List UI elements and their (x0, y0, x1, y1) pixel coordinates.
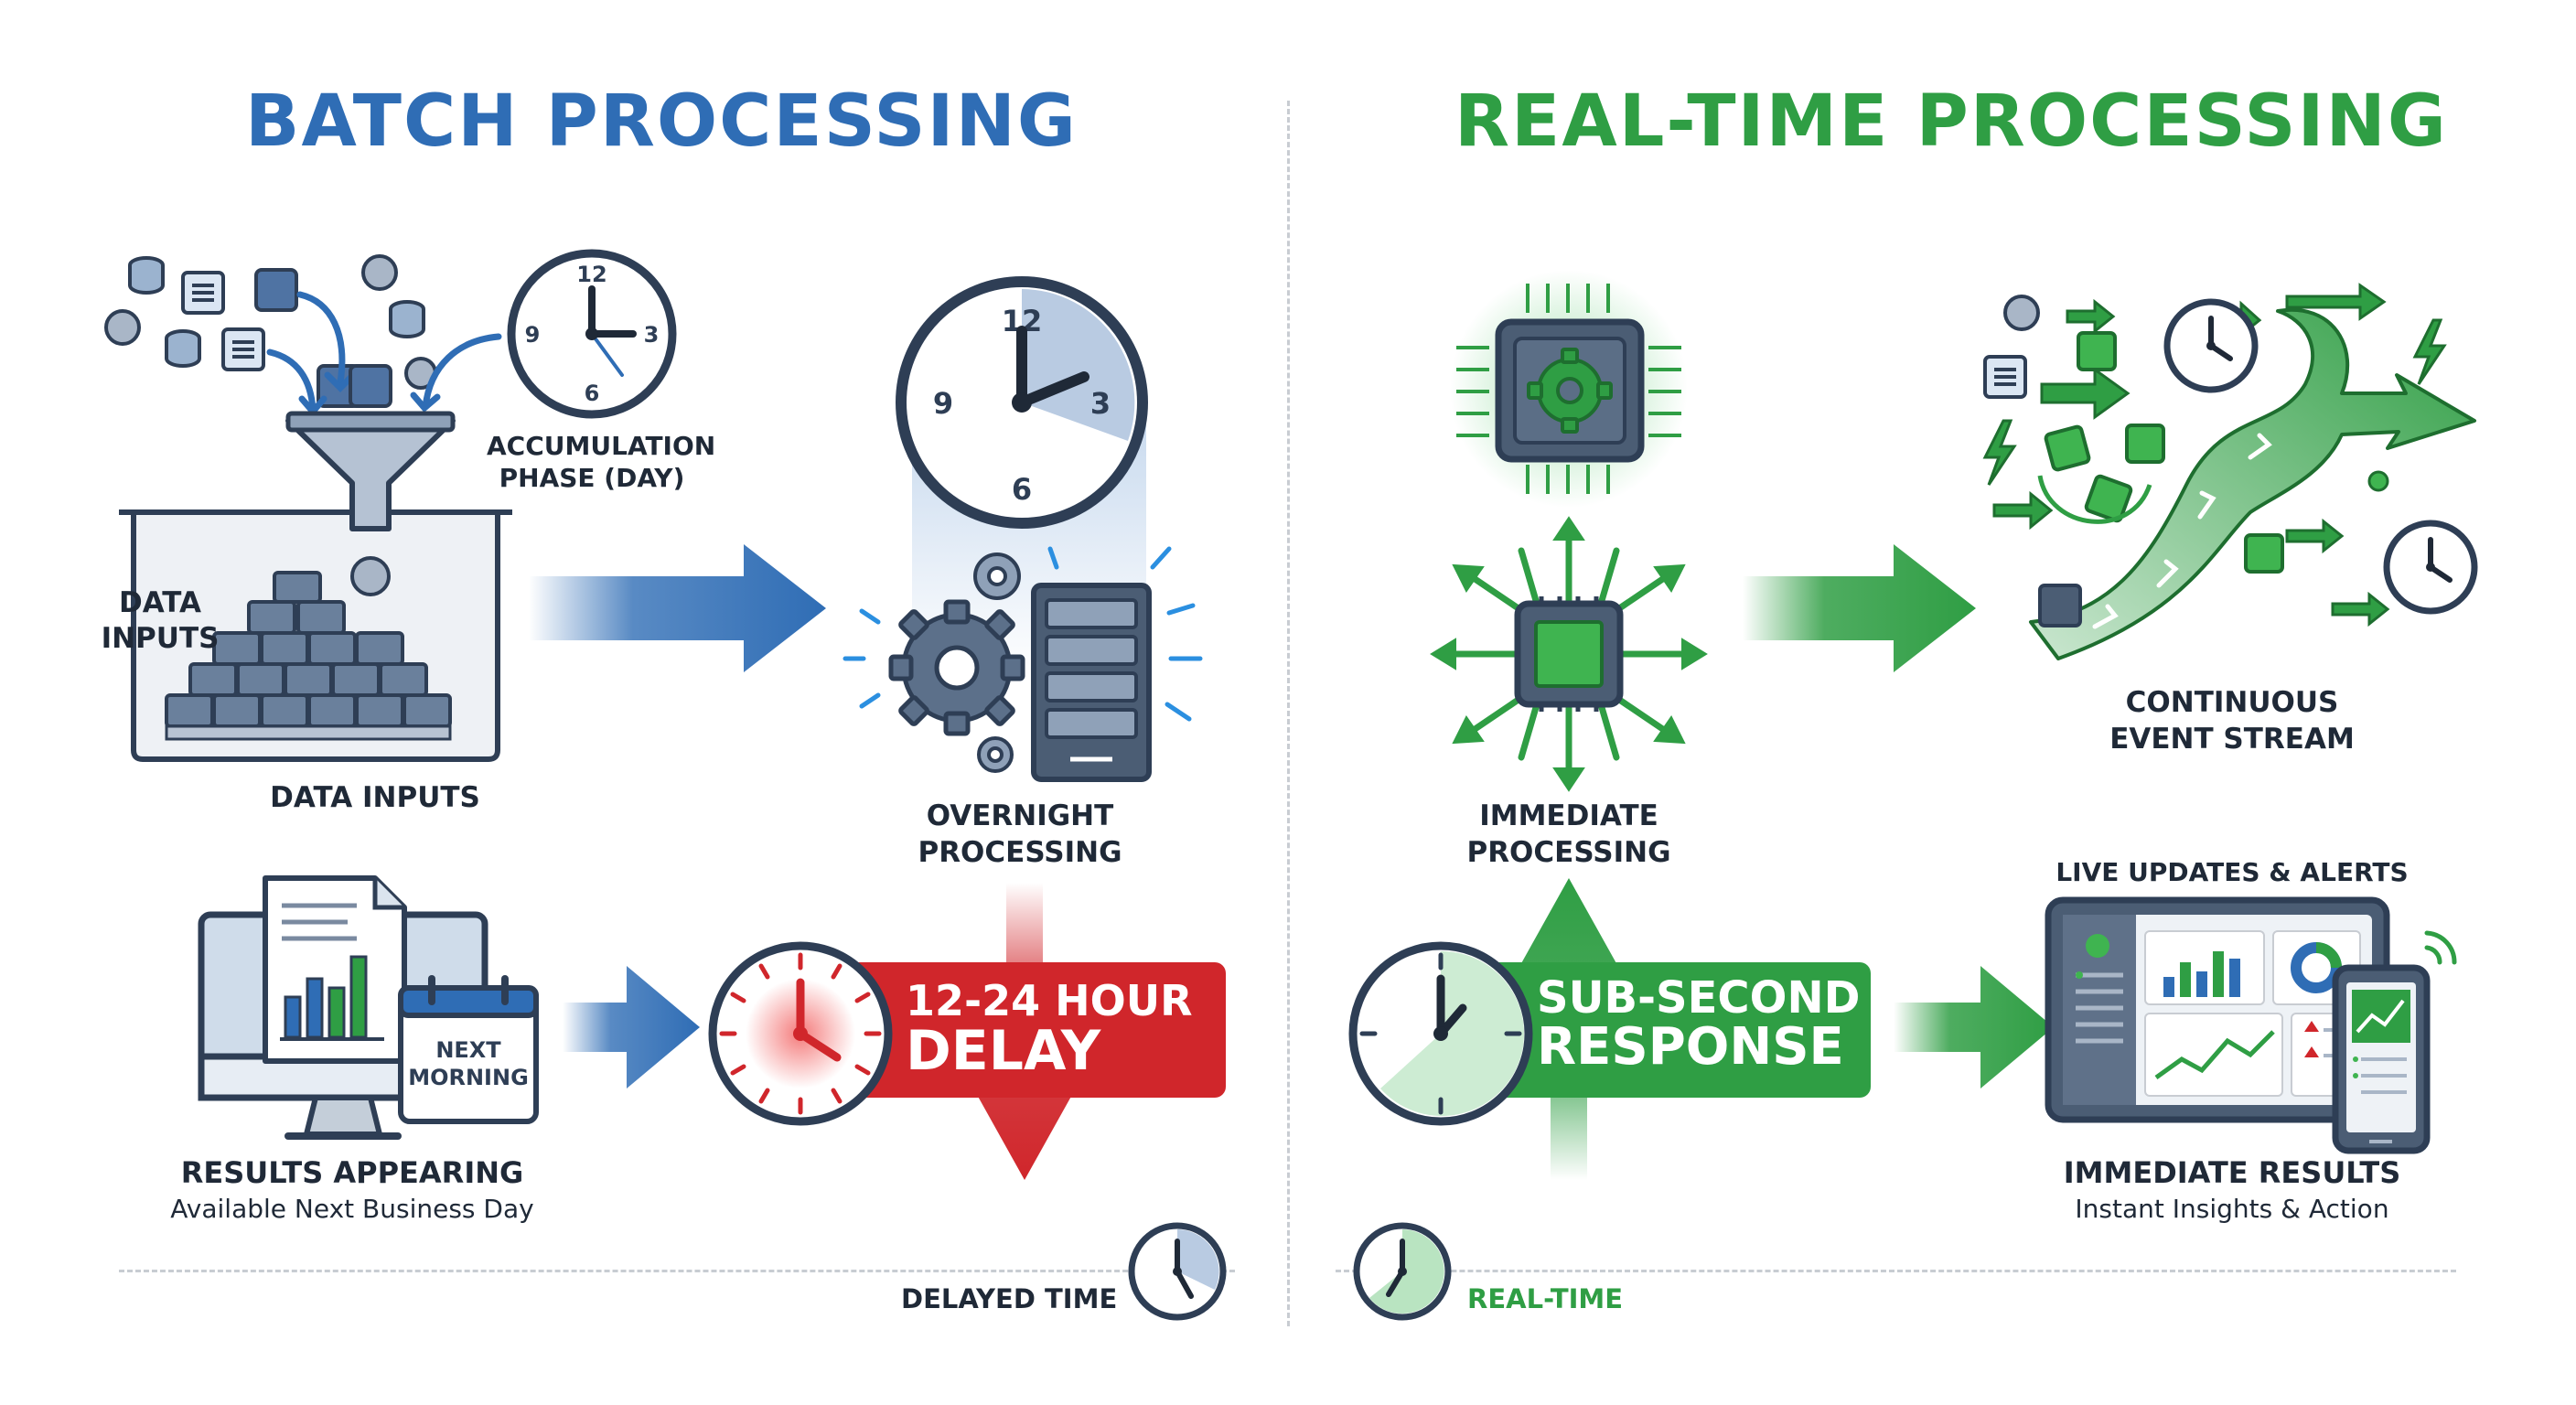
svg-text:6: 6 (585, 381, 600, 406)
data-block-icon (349, 364, 392, 408)
batch-title: BATCH PROCESSING (245, 80, 1078, 163)
event-block-icon (2084, 474, 2133, 523)
clock-icon (2163, 298, 2259, 393)
accumulation-container (119, 509, 512, 762)
batch-footer-line (119, 1270, 1235, 1272)
svg-text:6: 6 (1012, 472, 1032, 507)
results-monitor-icon: NEXT MORNING (198, 875, 539, 1140)
batch-results-arrow (563, 966, 700, 1089)
data-dot-icon (361, 254, 398, 291)
database-icon (128, 256, 165, 295)
document-icon (181, 271, 225, 315)
response-banner (1468, 962, 1871, 1098)
server-icon (1031, 583, 1152, 782)
delay-banner-text: 12-24 HOUR DELAY (906, 976, 1193, 1084)
delayed-time-label: DELAYED TIME (901, 1283, 1118, 1314)
response-banner-text: SUB-SECOND RESPONSE (1537, 972, 1861, 1078)
event-block-icon (2244, 533, 2284, 574)
accumulation-phase-label: ACCUMULATION PHASE (DAY) (487, 431, 716, 493)
results-appearing-sub: Available Next Business Day (170, 1194, 534, 1224)
immediate-processing-label: IMMEDIATE PROCESSING (1466, 799, 1671, 870)
data-inputs-side-label: DATA INPUTS (101, 586, 220, 655)
funnel-icon (285, 364, 456, 531)
event-block-icon (2038, 584, 2082, 627)
event-block-icon (2044, 424, 2091, 472)
svg-text:NEXT: NEXT (435, 1037, 501, 1063)
document-icon (221, 327, 265, 371)
data-inputs-illustration (104, 254, 512, 762)
gear-chip-icon (1450, 270, 1688, 508)
event-stream-icon (1982, 283, 2478, 660)
realtime-footer-line (1336, 1270, 2456, 1272)
data-dot-icon (104, 309, 141, 346)
svg-text:9: 9 (933, 386, 953, 421)
clock-icon (2383, 520, 2478, 615)
svg-text:3: 3 (644, 322, 660, 348)
live-updates-label: LIVE UPDATES & ALERTS (2055, 857, 2409, 887)
lightning-icon (1982, 318, 2447, 486)
gear-icon (888, 599, 1025, 736)
data-inputs-label: DATA INPUTS (270, 781, 480, 814)
svg-text:12: 12 (576, 262, 606, 287)
server-gears-icon (843, 546, 1203, 782)
real-time-clock-icon (1353, 1222, 1452, 1321)
svg-text:9: 9 (525, 322, 541, 348)
data-block-icon (254, 268, 298, 312)
realtime-flow-arrow (1743, 544, 1976, 672)
realtime-results-arrow (1894, 966, 2054, 1089)
continuous-event-stream-label: CONTINUOUS EVENT STREAM (2109, 686, 2355, 756)
database-icon (389, 300, 425, 338)
center-divider (1287, 101, 1290, 1326)
overnight-processing-label: OVERNIGHT PROCESSING (918, 799, 1122, 870)
event-block-icon (2125, 424, 2165, 464)
real-time-label: REAL-TIME (1467, 1283, 1624, 1314)
accumulation-clock-icon: 12 3 6 9 (507, 249, 677, 419)
results-appearing-label: RESULTS APPEARING (180, 1155, 524, 1190)
database-icon (165, 329, 201, 368)
delay-clock-icon (708, 941, 893, 1126)
event-block-icon (2077, 331, 2117, 371)
immediate-results-label: IMMEDIATE RESULTS (2063, 1155, 2401, 1190)
immediate-results-sub: Instant Insights & Action (2075, 1194, 2389, 1224)
gear-icon (1527, 348, 1613, 434)
response-clock-icon (1348, 941, 1533, 1126)
gear-icon (977, 736, 1014, 773)
gear-icon (973, 552, 1021, 600)
signal-icon (2424, 930, 2457, 965)
svg-text:MORNING: MORNING (408, 1065, 529, 1090)
delayed-time-clock-icon (1128, 1222, 1227, 1321)
data-dot-icon (2003, 295, 2040, 331)
report-document-icon (263, 875, 407, 1064)
calendar-icon: NEXT MORNING (398, 975, 539, 1124)
cpu-icon (1430, 516, 1708, 792)
document-icon (1983, 355, 2027, 399)
phone-icon (2332, 964, 2431, 1154)
svg-text:3: 3 (1090, 386, 1111, 421)
batch-flow-arrow (529, 544, 826, 672)
realtime-title: REAL-TIME PROCESSING (1454, 80, 2448, 163)
dashboard-icon (2045, 896, 2457, 1154)
